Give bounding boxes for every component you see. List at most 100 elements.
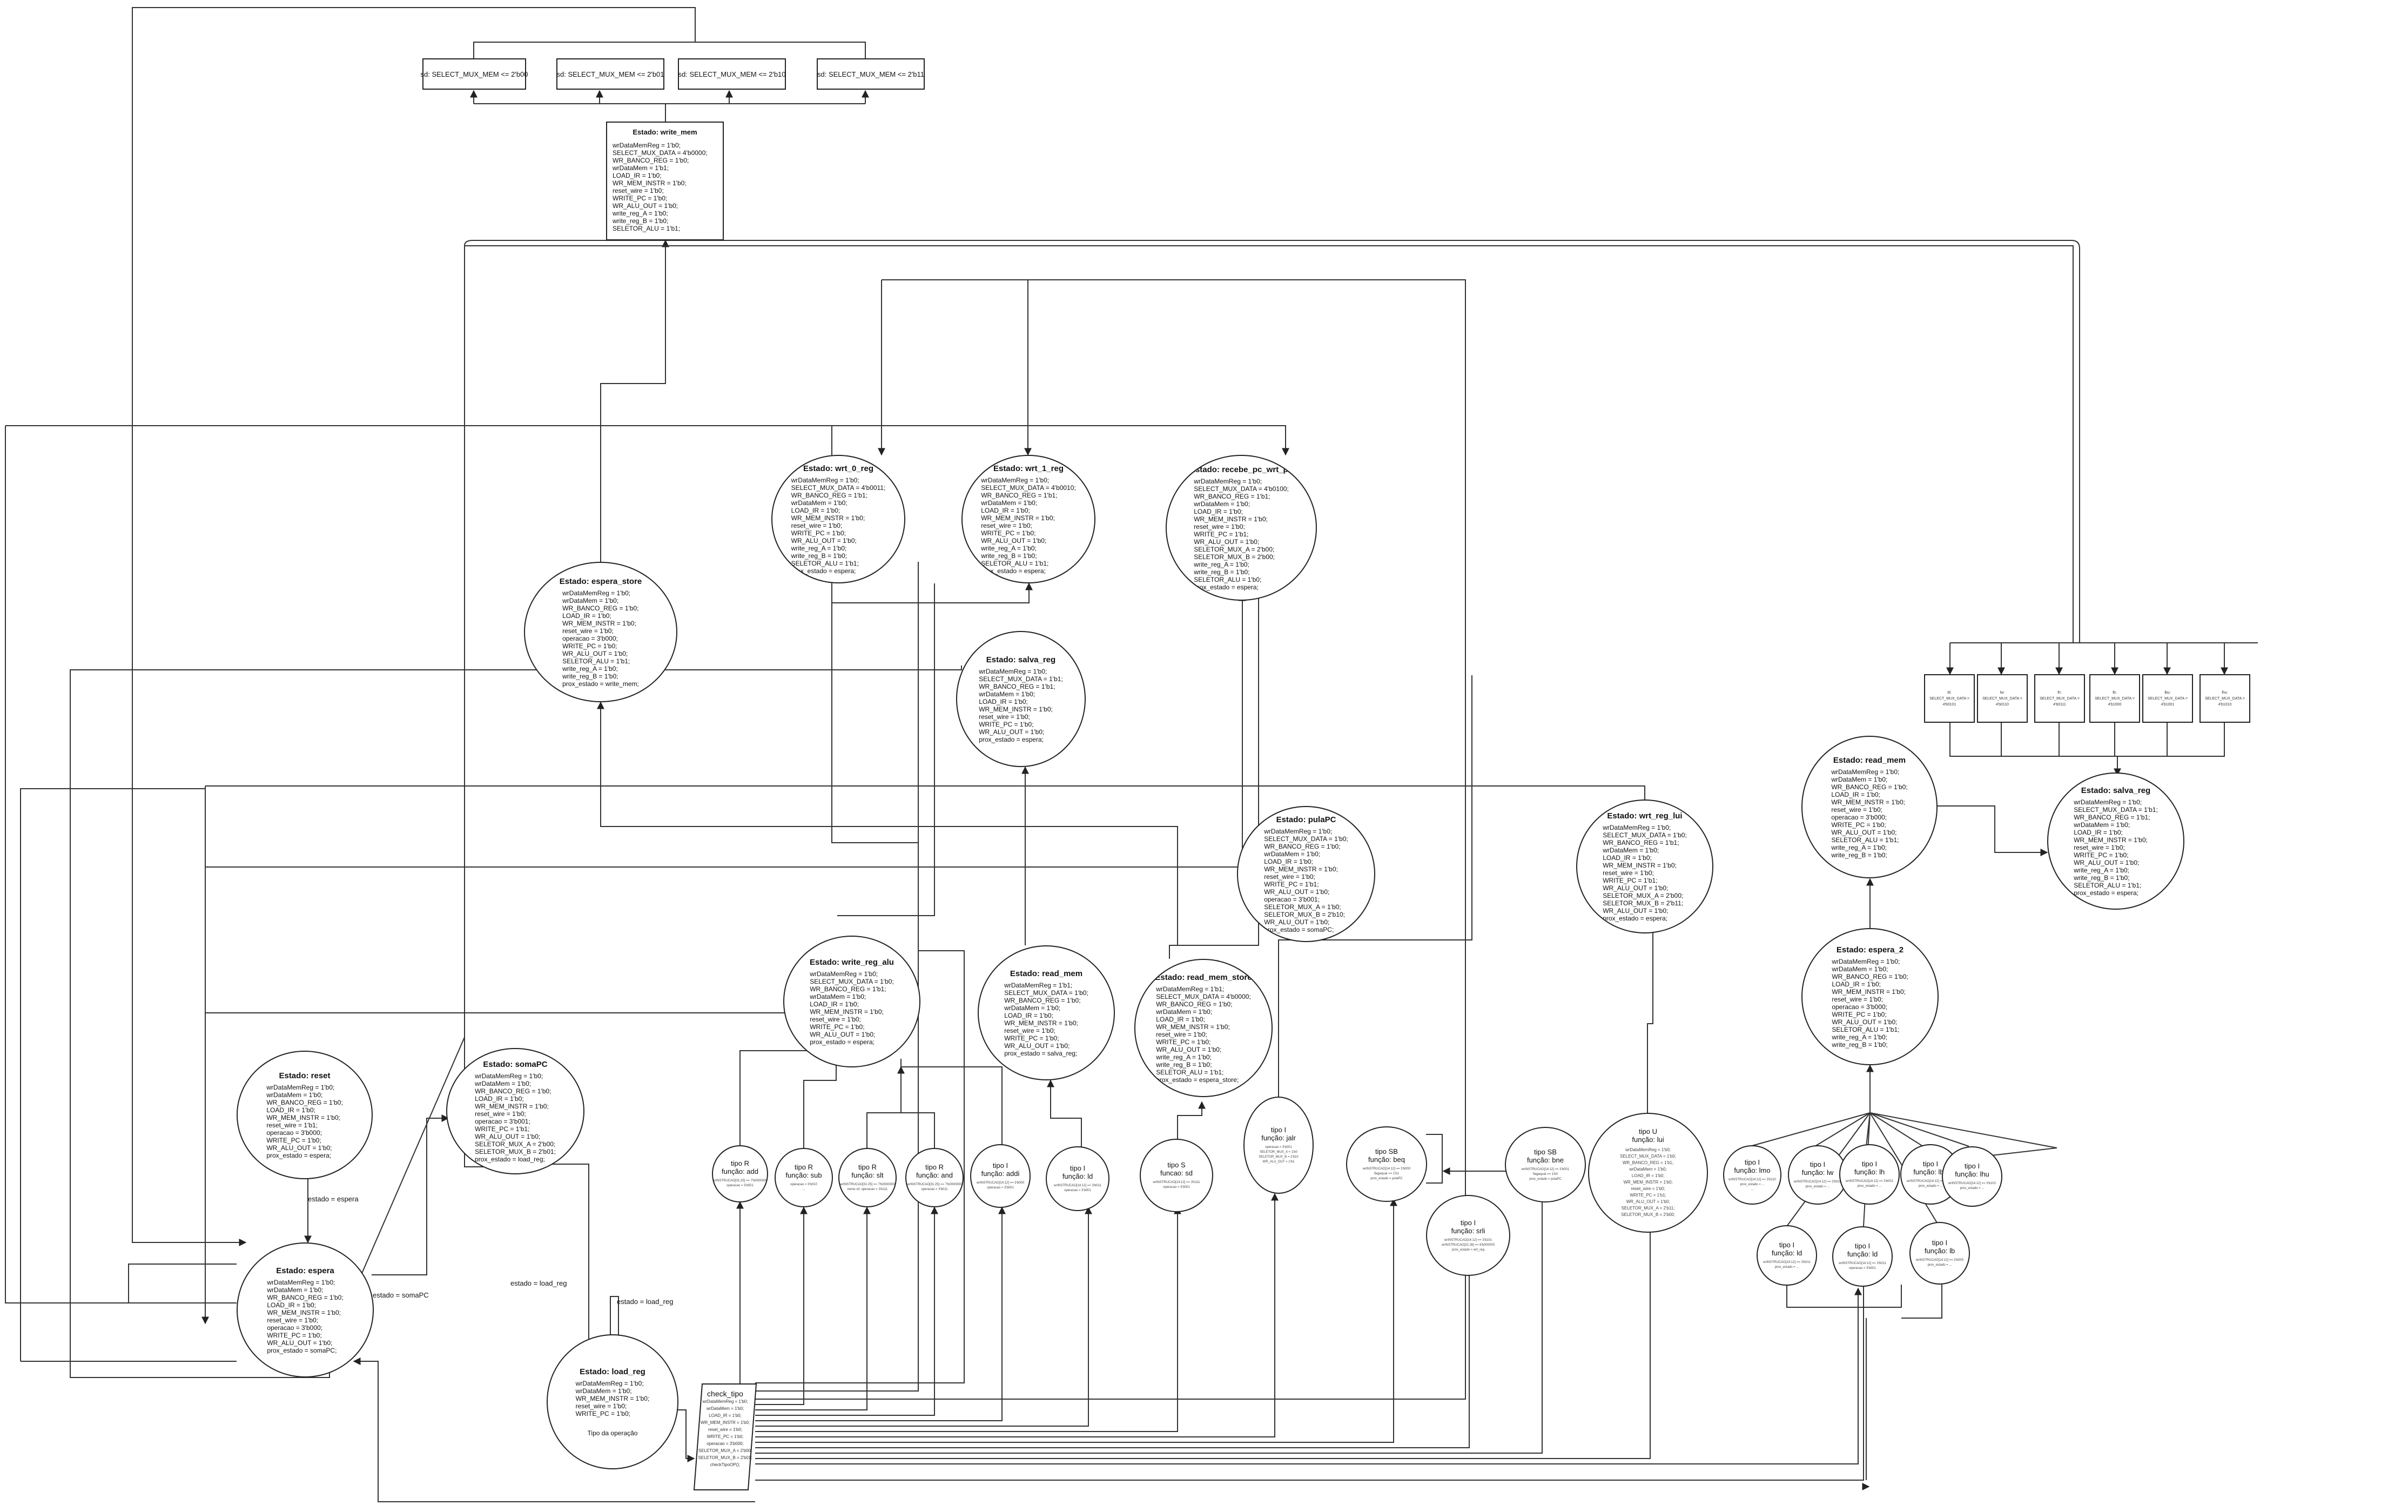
wire <box>755 1198 1397 1443</box>
state-tipo-i-lb[interactable]: tipo I função: lb wrINSTRUCAO[14:12] == … <box>1909 1222 1970 1285</box>
state-somaPC[interactable]: Estado: somaPC wrDataMemReg = 1'b0; wrDa… <box>446 1048 584 1174</box>
sd-box-label: sd: SELECT_MUX_MEM <= 2'b01 <box>556 70 664 78</box>
small-state-body: wrINSTRUCAO[14:12] == 3'b000 flagequal =… <box>1362 1167 1411 1180</box>
state-body: wrDataMemReg = 1'b0; wrDataMem = 1'b0; W… <box>475 1072 556 1163</box>
small-state-func: função: and <box>916 1171 953 1179</box>
state-tipo-i-lmo[interactable]: tipo I função: lmo wrINSTRUCAO[14:12] ==… <box>1723 1145 1781 1205</box>
small-state-body: wrINSTRUCAO[14:12] == 3'b101 wrINSTRUCAO… <box>1441 1238 1495 1252</box>
state-wrt-reg-lui[interactable]: Estado: wrt_reg_lui wrDataMemReg = 1'b0;… <box>1576 799 1713 933</box>
state-body: wrDataMemReg = 1'b1; SELECT_MUX_DATA = 4… <box>1156 985 1251 1084</box>
state-body: wrDataMemReg = 1'b0; wrDataMem = 1'b0; W… <box>266 1083 343 1159</box>
state-espera-2[interactable]: Estado: espera_2 wrDataMemReg = 1'b0; wr… <box>1801 928 1939 1065</box>
small-state-func: função: sub <box>785 1171 822 1179</box>
state-tipo-r-slt[interactable]: tipo R função: slt wrINSTRUCAO[31:25] ==… <box>838 1148 897 1207</box>
wire <box>128 1264 237 1303</box>
wire <box>464 246 486 1167</box>
state-read-mem[interactable]: Estado: read_mem wrDataMemReg = 1'b1; SE… <box>978 945 1115 1080</box>
state-tipo-i-srli[interactable]: tipo I função: srli wrINSTRUCAO[14:12] =… <box>1426 1195 1510 1276</box>
state-tipo-i-lh[interactable]: tipo I função: lh wrINSTRUCAO[14:12] == … <box>1839 1144 1900 1205</box>
state-espera-store[interactable]: Estado: espera_store wrDataMemReg = 1'b0… <box>524 562 677 702</box>
state-reset[interactable]: Estado: reset wrDataMemReg = 1'b0; wrDat… <box>237 1051 373 1179</box>
small-state-func: função: lhu <box>1955 1170 1989 1178</box>
state-load-reg[interactable]: Estado: load_reg wrDataMemReg = 1'b0; wr… <box>547 1334 678 1469</box>
state-title: Estado: read_mem <box>1833 755 1906 765</box>
wire <box>755 279 1466 1400</box>
wire <box>464 240 2080 643</box>
state-title: Estado: espera_2 <box>1836 945 1904 955</box>
small-state-type: tipo S <box>1167 1161 1186 1169</box>
small-state-type: tipo I <box>1070 1164 1086 1172</box>
state-tipo-s-sd[interactable]: tipo S funcao: sd wrINSTRUCAO[14:12] == … <box>1140 1139 1213 1212</box>
state-tipo-i-addi[interactable]: tipo I função: addi wrINSTRUCAO[14:12] =… <box>970 1144 1031 1208</box>
state-body: wrDataMemReg = 1'b0; SELECT_MUX_DATA = 4… <box>1194 477 1289 591</box>
check-tipo-shape <box>693 1383 757 1490</box>
wire <box>205 785 1645 810</box>
small-state-type: tipo I <box>1744 1158 1760 1166</box>
state-read-mem-right[interactable]: Estado: read_mem wrDataMemReg = 1'b0; wr… <box>1801 736 1938 878</box>
state-tipo-u-lui[interactable]: tipo U função: lui wrDataMemReg = 1'b0; … <box>1588 1113 1708 1233</box>
state-tipo-i-ld[interactable]: tipo I função: ld wrINSTRUCAO[14:12] == … <box>1046 1146 1109 1211</box>
small-state-func: função: addi <box>981 1170 1020 1178</box>
state-tipo-i-ld-right[interactable]: tipo I função: ld wrINSTRUCAO[14:12] == … <box>1757 1225 1817 1286</box>
check-tipo-body: wrDataMemReg = 1'b0; wrDataMem = 1'b0; L… <box>698 1399 752 1467</box>
small-state-func: função: lb <box>1924 1247 1955 1255</box>
state-body: wrDataMemReg = 1'b0; SELECT_MUX_DATA = 1… <box>979 667 1063 743</box>
small-state-func: função: ld <box>1062 1172 1093 1180</box>
state-body: wrDataMemReg = 1'b1; SELECT_MUX_DATA = 1… <box>1004 981 1088 1057</box>
wire <box>755 1206 871 1410</box>
sd-box-00: sd: SELECT_MUX_MEM <= 2'b00 <box>421 58 528 90</box>
state-tipo-sb-beq[interactable]: tipo SB função: beq wrINSTRUCAO[14:12] =… <box>1346 1126 1427 1202</box>
state-read-mem-store[interactable]: Estado: read_mem_store wrDataMemReg = 1'… <box>1134 959 1273 1097</box>
state-title: Estado: write_reg_alu <box>810 957 894 967</box>
state-tipo-r-and[interactable]: tipo R função: and wrINSTRUCAO[31:25] ==… <box>905 1148 964 1207</box>
state-body: wrDataMemReg = 1'b0; SELECT_MUX_DATA = 1… <box>1603 823 1687 922</box>
small-state-func: função: ld <box>1847 1250 1878 1258</box>
small-state-body: operacao = 3'b010 ... <box>790 1183 817 1191</box>
state-salva-reg-right[interactable]: Estado: salva_reg wrDataMemReg = 1'b0; S… <box>2047 772 2184 910</box>
state-tipo-i-lw[interactable]: tipo I função: lw wrINSTRUCAO[14:12] == … <box>1788 1145 1847 1205</box>
small-state-func: função: add <box>722 1167 758 1175</box>
state-espera[interactable]: Estado: espera wrDataMemReg = 1'b0; wrDa… <box>237 1242 374 1377</box>
small-state-body: wrINSTRUCAO[14:12] == 3'b101 prox_estado… <box>1948 1182 1996 1190</box>
small-state-func: função: ld <box>1771 1249 1802 1257</box>
state-title: Estado: wrt_1_reg <box>993 463 1064 473</box>
state-tipo-r-sub[interactable]: tipo R função: sub operacao = 3'b010 ... <box>775 1148 833 1207</box>
state-title: Estado: read_mem_store <box>1155 972 1252 982</box>
state-title: Estado: salva_reg <box>2081 785 2151 795</box>
state-pulaPC[interactable]: Estado: pulaPC wrDataMemReg = 1'b0; SELE… <box>1237 806 1375 942</box>
state-title: Estado: read_mem <box>1010 969 1083 978</box>
wire <box>1047 1079 1082 1150</box>
small-state-type: tipo U <box>1639 1127 1657 1135</box>
state-tipo-i-ld-middle[interactable]: tipo I função: ld wrINSTRUCAO[14:12] == … <box>1832 1226 1893 1287</box>
state-tipo-r-add[interactable]: tipo R função: add wrINSTRUCAO[31:25] ==… <box>712 1145 768 1202</box>
state-check-tipo[interactable]: check_tipo wrDataMemReg = 1'b0; wrDataMe… <box>697 1389 754 1468</box>
state-write-reg-alu[interactable]: Estado: write_reg_alu wrDataMemReg = 1'b… <box>783 936 920 1067</box>
state-tipo-i-lhu[interactable]: tipo I função: lhu wrINSTRUCAO[14:12] ==… <box>1942 1146 2002 1207</box>
wire <box>1647 917 1657 1115</box>
state-footer: Tipo da operação <box>587 1429 638 1437</box>
state-wrt-0-reg[interactable]: Estado: wrt_0_reg wrDataMemReg = 1'b0; S… <box>771 455 905 583</box>
wire <box>832 582 1033 603</box>
state-tipo-sb-bne[interactable]: tipo SB função: bne wrINSTRUCAO[14:12] =… <box>1505 1127 1586 1202</box>
wire <box>900 1059 1003 1161</box>
state-tipo-i-jalr[interactable]: tipo I função: jalr operacao = 3'b001 SE… <box>1243 1097 1314 1194</box>
sd-box-label: sd: SELECT_MUX_MEM <= 2'b10 <box>678 70 786 78</box>
state-recebe-pc-wrt-pc[interactable]: Estado: recebe_pc_wrt_pc wrDataMemReg = … <box>1166 455 1317 601</box>
wire <box>1901 1285 1942 1319</box>
mux-box-lb: lb: SELECT_MUX_DATA = 4'b1000 <box>2089 674 2140 723</box>
wire <box>465 245 2074 643</box>
mux-box-label: lbu: SELECT_MUX_DATA = 4'b1001 <box>2148 690 2188 707</box>
sd-box-10: sd: SELECT_MUX_MEM <= 2'b10 <box>678 58 786 90</box>
state-body: wrDataMemReg = 1'b0; SELECT_MUX_DATA = 4… <box>981 476 1076 575</box>
small-state-body: wrINSTRUCAO[14:12] == 3'b011 prox_estado… <box>1763 1261 1811 1269</box>
state-write-mem[interactable]: Estado: write_mem wrDataMemReg = 1'b0; S… <box>606 122 724 240</box>
wire <box>1869 1112 1923 1147</box>
mux-box-label: lw: SELECT_MUX_DATA = 4'b0110 <box>1982 690 2022 707</box>
wire <box>1869 1112 1969 1147</box>
wire <box>1426 1134 1443 1184</box>
state-wrt-1-reg[interactable]: Estado: wrt_1_reg wrDataMemReg = 1'b0; S… <box>961 455 1095 583</box>
state-salva-reg[interactable]: Estado: salva_reg wrDataMemReg = 1'b0; S… <box>956 631 1086 767</box>
small-state-body: wrINSTRUCAO[14:12] == 3'b010 prox_estado… <box>1793 1180 1842 1188</box>
